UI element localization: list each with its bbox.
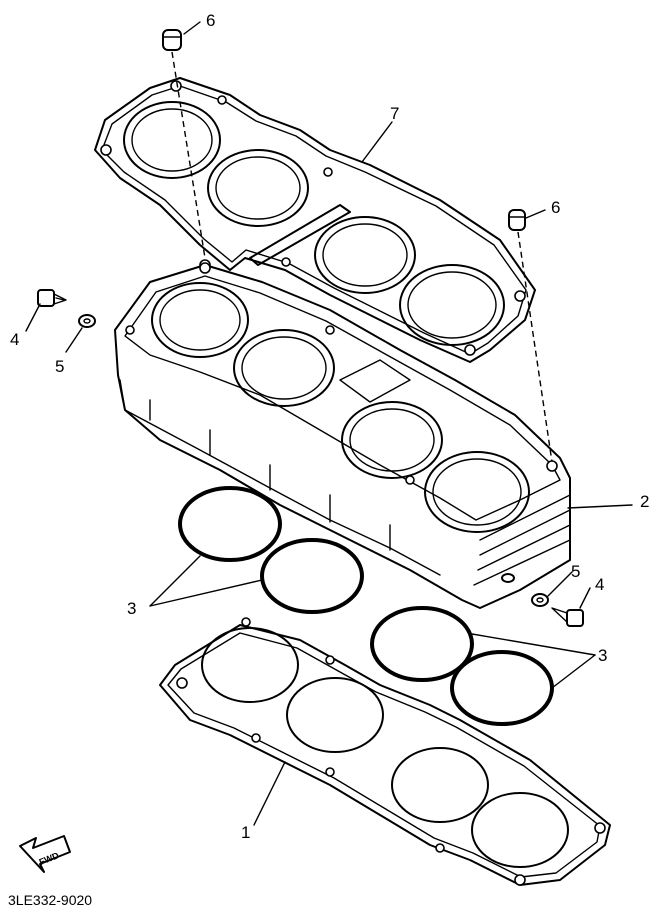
callout-4-right: 4: [595, 575, 604, 594]
washer-right: [531, 593, 549, 607]
callout-4-left: 4: [10, 330, 19, 349]
callout-6-top: 6: [206, 11, 215, 30]
callout-6-right: 6: [551, 198, 560, 217]
washer-left: [78, 314, 96, 328]
callout-3-right: 3: [598, 646, 607, 665]
callout-5-left: 5: [55, 357, 64, 376]
top-head-gasket: [94, 77, 536, 363]
callout-2: 2: [640, 492, 649, 511]
forward-arrow-icon: FWD: [19, 835, 71, 873]
leader-lines: [25, 21, 633, 826]
bolt-right: [551, 607, 584, 627]
callout-5-right: 5: [571, 562, 580, 581]
dowel-pin-right: [508, 209, 526, 231]
figure-code: 3LE332-9020: [8, 892, 92, 908]
alignment-line-left: [171, 51, 206, 259]
callout-1: 1: [241, 823, 250, 842]
stud-right: [501, 573, 515, 583]
callout-7: 7: [390, 104, 399, 123]
bolt-left: [37, 289, 67, 307]
base-gasket: [159, 617, 611, 886]
dowel-pin-top: [162, 29, 182, 51]
alignment-line-right: [517, 231, 553, 463]
o-rings: [178, 486, 554, 726]
callout-3-left: 3: [127, 599, 136, 618]
cylinder-block: [114, 262, 571, 609]
